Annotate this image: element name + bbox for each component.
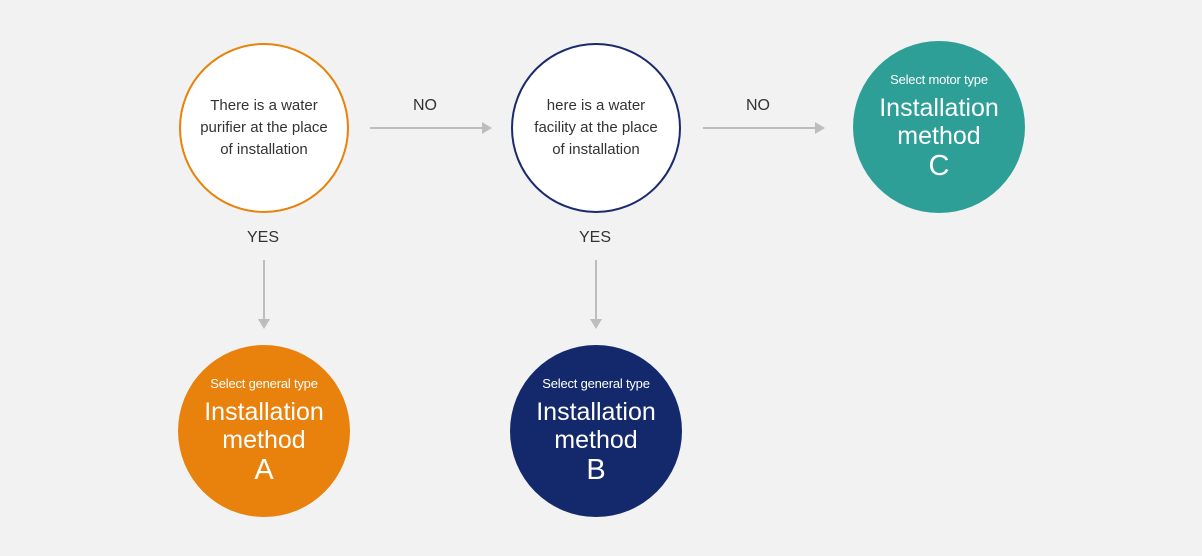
result-b-subtitle: Select general type	[542, 376, 650, 391]
result-c-line1: Installation	[879, 94, 999, 122]
arrow-no-1	[370, 122, 492, 134]
result-a-letter: A	[254, 454, 274, 486]
arrow-yes-1	[258, 260, 270, 329]
arrow-no-2	[703, 122, 825, 134]
decision-water-facility: here is a water facility at the place of…	[511, 43, 681, 213]
decision-water-purifier-text: There is a water purifier at the place o…	[200, 97, 328, 158]
result-a-subtitle: Select general type	[210, 376, 318, 391]
result-installation-method-b: Select general type Installation method …	[510, 345, 682, 517]
result-c-line2: method	[897, 122, 981, 150]
result-installation-method-a: Select general type Installation method …	[178, 345, 350, 517]
decision-water-purifier: There is a water purifier at the place o…	[179, 43, 349, 213]
edge-label-no-2: NO	[746, 97, 770, 114]
result-a-line2: method	[222, 426, 306, 454]
result-c-subtitle: Select motor type	[890, 72, 988, 87]
edge-label-yes-2: YES	[578, 229, 611, 246]
result-b-line1: Installation	[536, 398, 656, 426]
decision-water-facility-text: here is a water facility at the place of…	[534, 97, 658, 158]
arrow-yes-2	[590, 260, 602, 329]
result-b-letter: B	[586, 454, 606, 486]
result-c-letter: C	[928, 150, 950, 182]
edge-label-yes-1: YES	[246, 229, 279, 246]
result-a-line1: Installation	[204, 398, 324, 426]
edge-label-no-1: NO	[413, 97, 437, 114]
result-b-line2: method	[554, 426, 638, 454]
result-installation-method-c: Select motor type Installation method C	[853, 41, 1025, 213]
